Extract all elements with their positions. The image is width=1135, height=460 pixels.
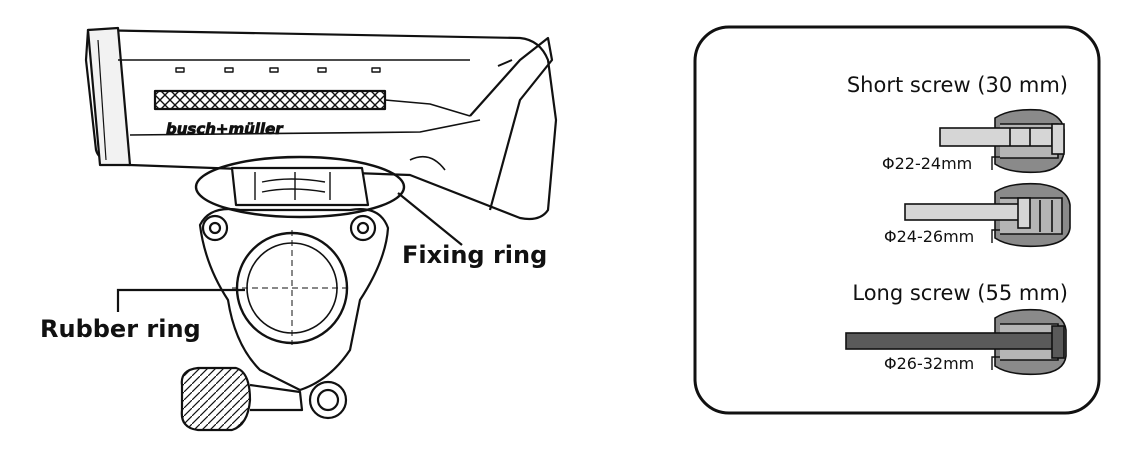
- clamp-body: [198, 207, 390, 392]
- lamp-assembly: [84, 26, 558, 221]
- rubber-ring-label: Rubber ring: [40, 315, 201, 343]
- fixing-ring-leader: [397, 192, 463, 246]
- diameter-label-2: Φ24-26mm: [884, 227, 974, 246]
- screw-long: [845, 308, 1067, 376]
- tension-knob: [180, 366, 304, 432]
- screw-short-1: [939, 108, 1065, 174]
- led-indicators: [175, 67, 381, 73]
- fixing-ring-label: Fixing ring: [402, 241, 547, 269]
- rear-fin: [469, 36, 554, 211]
- brand-logo: busch+müller: [166, 120, 284, 138]
- lamp-lens: [86, 26, 132, 167]
- screw-panel: [693, 25, 1101, 415]
- fixing-ring-part: [230, 166, 370, 207]
- long-screw-label: Long screw (55 mm): [852, 281, 1068, 305]
- light-strip: [153, 89, 387, 111]
- diameter-label-1: Φ22-24mm: [882, 154, 972, 173]
- short-screw-label: Short screw (30 mm): [847, 73, 1068, 97]
- fixing-ring-highlight: [194, 155, 406, 219]
- screw-short-2: [904, 182, 1071, 248]
- diameter-label-3: Φ26-32mm: [884, 354, 974, 373]
- handlebar-clamp: [180, 166, 390, 432]
- rubber-ring-leader: [116, 288, 245, 312]
